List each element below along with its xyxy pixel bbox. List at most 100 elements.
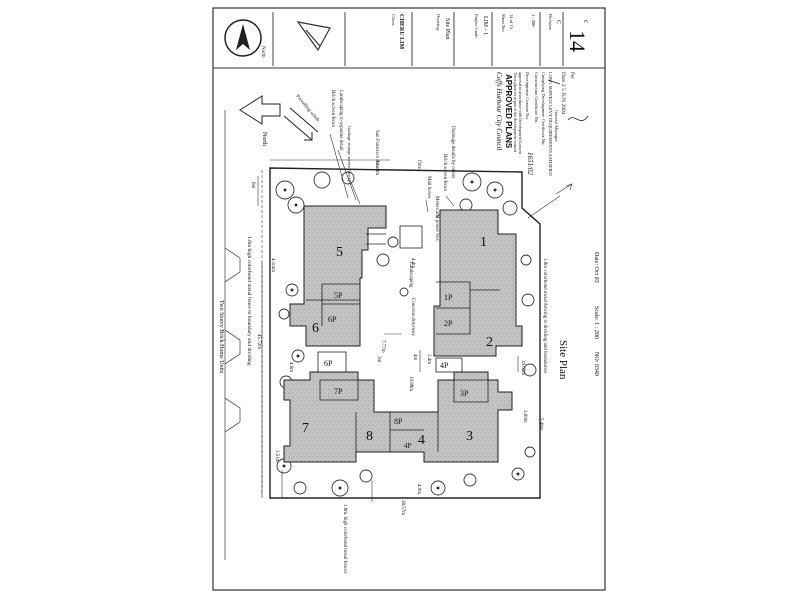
dim-3m: 3m: [376, 356, 381, 363]
lot-boundary: [269, 167, 541, 499]
dim-front: 30.48m: [374, 160, 379, 175]
dim-4-6: 4.6m: [288, 362, 293, 372]
scale-code: 1 : 200: [531, 14, 536, 27]
dim-3-4: 3.4m: [426, 354, 431, 364]
unit-1-label: 1: [480, 235, 487, 250]
concrete-driveway-label: Concrete driveway: [410, 298, 415, 336]
sheet-label: Sheet No:: [501, 14, 506, 32]
meters-label: Meters and power box: [434, 196, 439, 241]
landscaping-separate-label: Landscaping to separate detail: [338, 90, 343, 151]
sheet-of: 14 of 15: [509, 14, 514, 30]
unit-6-label: 6: [312, 321, 319, 336]
landscaping-trees: [275, 171, 537, 497]
construction-label: Construction Certificate No.: [534, 72, 539, 123]
approval-stamp: Coffs Harbour City Council APPROVED PLAN…: [495, 72, 589, 177]
unit-1p-label: 1P: [444, 293, 453, 302]
drawing-date: Date: Oct 03: [593, 252, 599, 283]
unit-partitions: [306, 281, 500, 452]
prevailing-winds-label: Prevailing winds: [294, 94, 320, 123]
fence-south-label: 1.8m. high colorbond metal fences: [342, 504, 347, 573]
building-block-7-8-4-3: [283, 371, 513, 463]
dimension-labels: 30.48m 6m 4.1mm 4.4m 45.72m 3m 4.6m 7.77…: [250, 160, 543, 515]
unit-3-label: 3: [466, 429, 473, 444]
unit-7p-label: 7P: [334, 387, 343, 396]
neighbour-label: Two Storey Brick Home Units: [218, 300, 224, 374]
dim-5-46: 5.46m: [538, 418, 543, 431]
drawing-name: Site Plan: [444, 18, 450, 40]
dimension-lines: [257, 159, 519, 498]
approved-plans-heading: APPROVED PLANS: [504, 74, 513, 149]
project-code-label: Project Code:: [474, 14, 479, 39]
tree-canopy-dots: [282, 180, 520, 490]
mail-boxes-label: Mail boxes: [426, 176, 431, 198]
stamp-line2: approval in accordance with Development …: [518, 72, 523, 155]
garage-4p-label: 4P: [440, 361, 449, 370]
consent-label: Development Consent No.: [525, 72, 530, 120]
title-north-label: North: [260, 46, 265, 58]
north-arrow-icon: [239, 95, 281, 125]
complying-label: Complying Development Certificate No.: [541, 72, 546, 145]
unit-3p-label: 3P: [460, 389, 469, 398]
dim-10: 10.88m: [408, 376, 413, 391]
dim-3-51: 3.51m: [274, 450, 279, 463]
firm-logo-icon: [296, 21, 331, 52]
landscaping-label: Landscaping: [408, 262, 413, 288]
manager-label: General Manager: [554, 110, 559, 142]
sheet-number: 14: [565, 30, 590, 52]
stamp-per: Per: [569, 72, 574, 79]
unit-2-label: 2: [486, 335, 493, 350]
stamp-date: Date 2 5 JUN 2004: [560, 72, 566, 115]
dim-38: 38.57m: [400, 500, 405, 515]
dim-4-1: 4.1mm: [270, 258, 275, 272]
dim-3-90: 3.90m: [522, 410, 527, 423]
site-plan-title: Site Plan: [557, 340, 569, 380]
building-block-1-2: [433, 209, 523, 357]
north-arrow-icon: [224, 19, 262, 57]
client-name: CHERU LIM: [398, 14, 404, 50]
revision-value: C: [555, 20, 561, 24]
street-label: San Francisco Ave.: [374, 130, 379, 168]
council-name: Coffs Harbour City Council: [495, 72, 503, 150]
consent-number: 1651/02: [526, 152, 534, 175]
dim-7-7: 7.77m: [380, 340, 385, 353]
unit-8p-label: 8P: [394, 417, 403, 426]
dim-45: 45.72m: [256, 334, 261, 349]
dim-39: 39.62m: [520, 360, 525, 375]
garbage-label: Garbage storage screen (brick): [347, 126, 352, 182]
neighbour-strip: [224, 110, 241, 560]
drawing-scale: Scale: 1 : 200: [593, 306, 599, 339]
leader-lines: [329, 133, 573, 502]
unit-5p-label: 5P: [334, 291, 343, 300]
unit-4-label: 4: [418, 433, 425, 448]
fence-west-label: 1.8m high colorbond metal fence to bound…: [246, 236, 253, 366]
sheet-frame: [212, 7, 606, 591]
north-label: North: [261, 132, 267, 146]
client-label: Client:: [391, 14, 396, 26]
dim-4-4: 4.4m: [410, 258, 415, 268]
annotations: 1.8m high colorbond metal fence to bound…: [246, 90, 547, 573]
drive-label: Drive: [416, 160, 421, 172]
dim-6m: 6m: [250, 182, 255, 189]
unit-labels: 5 6 1 2 7 8 4 3 5P 6P 1P 2P 7P 8P 4P 3P …: [302, 235, 493, 450]
unit-buildings: [283, 205, 523, 463]
project-code: LIM - 1: [482, 16, 488, 35]
unit-6p-label: 6P: [328, 315, 337, 324]
unit-7-label: 7: [302, 421, 309, 436]
unit-4p-label: 4P: [404, 442, 412, 450]
unit-5-label: 5: [336, 245, 343, 260]
building-block-5-6: [289, 205, 387, 347]
unit-2p-label: 2P: [444, 319, 453, 328]
dim-4m: 4m: [412, 354, 417, 361]
dim-4-0: 4.0m: [416, 484, 421, 494]
garage-6p-label: 6P: [324, 359, 333, 368]
levy-label: LONG SERVICE LEVY REQUIREMENTS SATISFIED: [548, 72, 553, 177]
drainage-label: Drainage details by others: [450, 126, 455, 178]
stamp-line1: These plans form part of the development…: [513, 72, 518, 153]
garage-dividers: [317, 225, 463, 373]
prevailing-winds-arrow-icon: [283, 107, 319, 141]
drawing-label: Drawing:: [436, 14, 441, 31]
brick-screen-fence-label: Brick screen fence: [442, 154, 447, 192]
fence-east-label: 1.8m colorbond metal fencing to dividing…: [542, 258, 547, 373]
sheet-suffix: c: [582, 20, 590, 23]
